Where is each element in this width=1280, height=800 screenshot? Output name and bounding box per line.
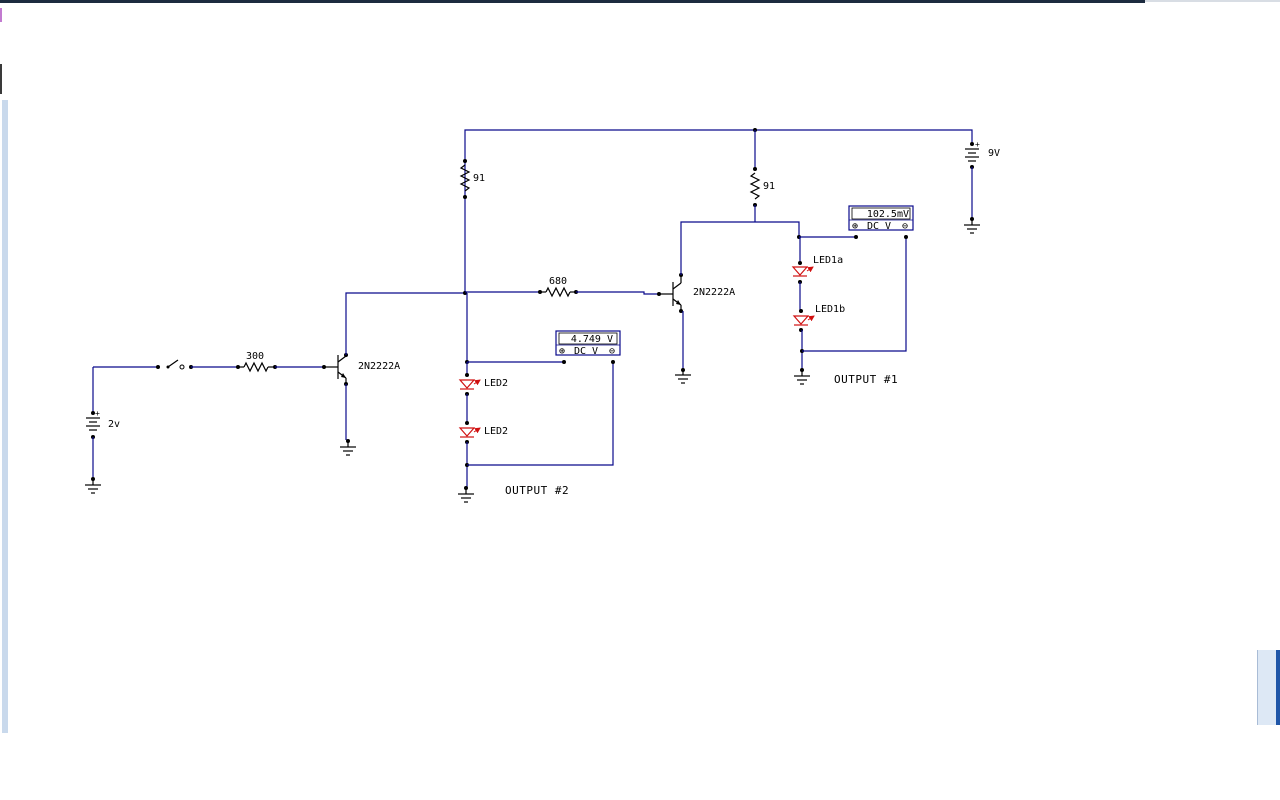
voltmeter-output2-minus-icon: ⊖	[609, 346, 615, 357]
voltmeter-output2-reading: 4.749 V	[571, 334, 613, 345]
transistor-2[interactable]: 2N2222A	[657, 273, 735, 313]
resistor-91-left[interactable]: 91	[459, 159, 485, 199]
voltmeter-output2-mode: DC V	[574, 346, 598, 357]
transistor-2-label: 2N2222A	[693, 287, 735, 298]
ground-2v	[85, 477, 101, 494]
window-edge-marker	[0, 8, 2, 22]
led2-bottom[interactable]: LED2	[458, 421, 508, 444]
voltmeter-output1[interactable]: 102.5mV ⊕ DC V ⊖	[848, 205, 914, 239]
resistor-91-right-label: 91	[763, 181, 775, 192]
ground-9v	[964, 217, 980, 234]
battery-9v[interactable]: + 9V	[965, 140, 1000, 218]
resistor-680[interactable]: 680	[538, 276, 578, 298]
svg-text:+: +	[975, 140, 980, 149]
transistor-1-label: 2N2222A	[358, 361, 400, 372]
window-edge-marker-2	[0, 64, 2, 94]
switch[interactable]	[156, 359, 193, 370]
output-2-label: OUTPUT #2	[505, 484, 569, 497]
voltmeter-output1-reading: 102.5mV	[867, 209, 909, 220]
window-top-border	[0, 0, 1145, 3]
scrollbar-thumb[interactable]	[1276, 650, 1280, 725]
voltmeter-output1-plus-icon: ⊕	[852, 221, 858, 232]
resistor-91-left-label: 91	[473, 173, 485, 184]
led2-top[interactable]: LED2	[458, 373, 508, 396]
resistor-91-right[interactable]: 91	[749, 167, 775, 207]
voltmeter-output2-plus-icon: ⊕	[559, 346, 565, 357]
workspace-left-ruler	[2, 100, 8, 733]
resistor-300[interactable]: 300	[236, 351, 277, 373]
voltmeter-output1-minus-icon: ⊖	[902, 221, 908, 232]
led1b-label: LED1b	[815, 304, 845, 315]
battery-2v[interactable]: + 2v	[86, 367, 120, 477]
output-1-label: OUTPUT #1	[834, 373, 898, 386]
ground-output2	[458, 486, 474, 503]
led1b[interactable]: LED1b	[792, 304, 845, 332]
ground-output1	[794, 368, 810, 385]
transistor-1[interactable]: 2N2222A	[322, 353, 400, 386]
ground-t2	[675, 368, 691, 384]
window-top-border-right	[1145, 0, 1280, 2]
svg-text:+: +	[95, 409, 100, 418]
ground-t1	[340, 439, 356, 456]
resistor-300-label: 300	[246, 351, 264, 362]
resistor-680-label: 680	[549, 276, 567, 287]
battery-2v-label: 2v	[108, 419, 120, 430]
led2-top-label: LED2	[484, 378, 508, 389]
vertical-scrollbar[interactable]	[1257, 650, 1280, 725]
voltmeter-output2[interactable]: 4.749 V ⊕ DC V ⊖	[555, 330, 621, 364]
battery-9v-label: 9V	[988, 148, 1000, 159]
voltmeter-output1-mode: DC V	[867, 221, 891, 232]
led2-bottom-label: LED2	[484, 426, 508, 437]
led1a-label: LED1a	[813, 255, 843, 266]
